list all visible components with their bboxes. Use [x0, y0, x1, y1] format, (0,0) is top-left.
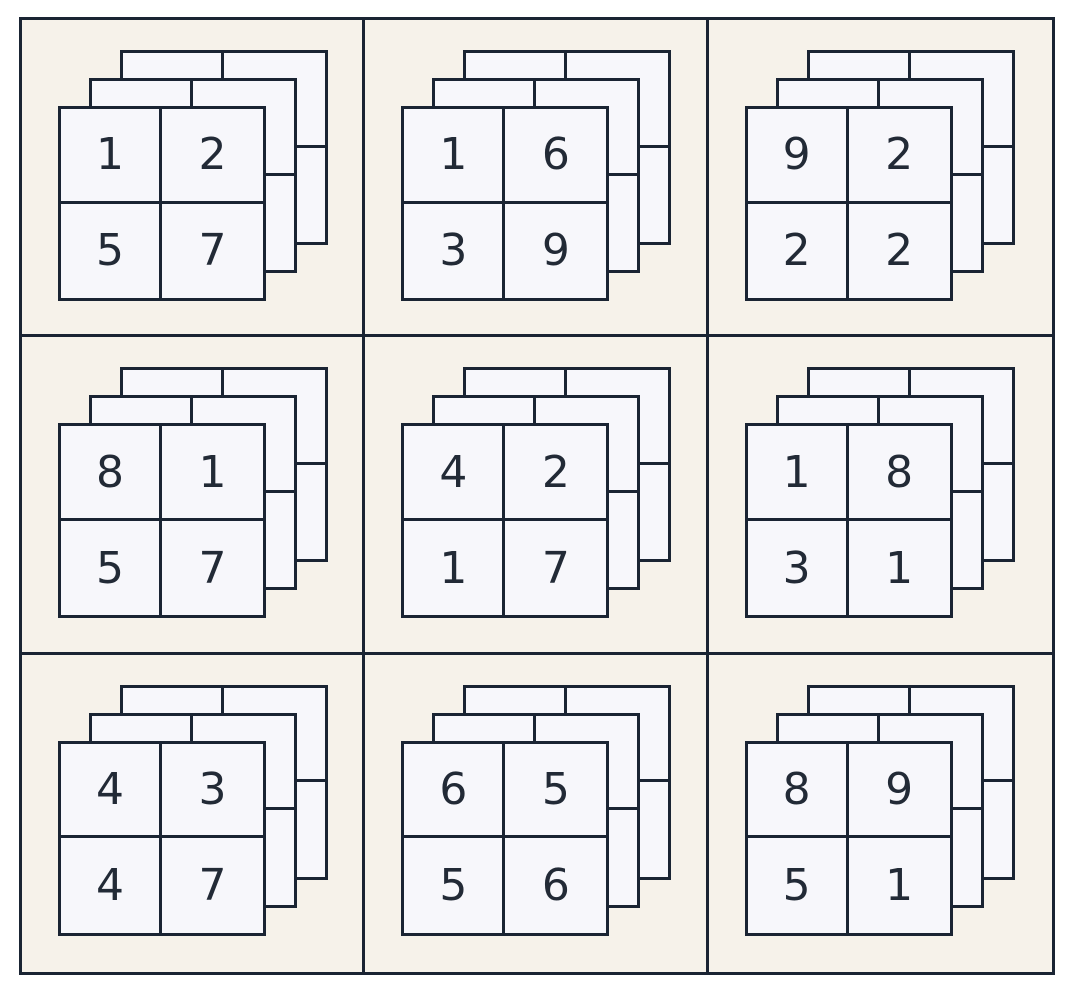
card-quadrant: 1: [404, 109, 506, 204]
card-quadrant: 1: [885, 542, 914, 594]
card-quadrant: 6: [505, 109, 607, 204]
card-quadrant: 9: [848, 744, 950, 839]
card-quadrant: 6: [404, 743, 506, 839]
card-quadrant: 7: [198, 225, 227, 277]
card-quadrant: 2: [748, 203, 849, 298]
card-quadrant: 2: [162, 109, 263, 204]
card-quadrant: 1: [747, 426, 849, 521]
card-quadrant: 5: [748, 838, 849, 933]
card-quadrant: 5: [61, 203, 162, 298]
card-quadrant: 1: [885, 859, 914, 911]
card-quadrant: 1: [61, 109, 162, 204]
card-quadrant: 6: [541, 859, 570, 911]
card-quadrant: 7: [541, 542, 570, 594]
card-quadrant: 2: [848, 109, 950, 204]
card-quadrant: 2: [505, 426, 607, 521]
card-quadrant: 3: [404, 203, 506, 298]
card-quadrant: 7: [198, 859, 227, 911]
card-quadrant: 5: [404, 838, 506, 933]
card-quadrant: 5: [505, 744, 607, 839]
card-quadrant: 9: [541, 225, 570, 277]
card-quadrant: 8: [747, 743, 849, 839]
card-quadrant: 2: [885, 225, 914, 277]
card-quadrant: 5: [61, 520, 162, 616]
card-quadrant: 8: [61, 426, 162, 521]
card-quadrant: 7: [198, 542, 227, 594]
card-quadrant: 1: [404, 520, 506, 616]
card-quadrant: 4: [61, 838, 162, 933]
card-quadrant: 3: [162, 744, 263, 839]
card-quadrant: 4: [404, 426, 506, 521]
card-quadrant: 1: [162, 426, 263, 521]
card-quadrant: 3: [748, 520, 849, 616]
card-quadrant: 9: [747, 109, 849, 204]
card-quadrant: 8: [848, 426, 950, 521]
card-quadrant: 4: [61, 743, 162, 839]
